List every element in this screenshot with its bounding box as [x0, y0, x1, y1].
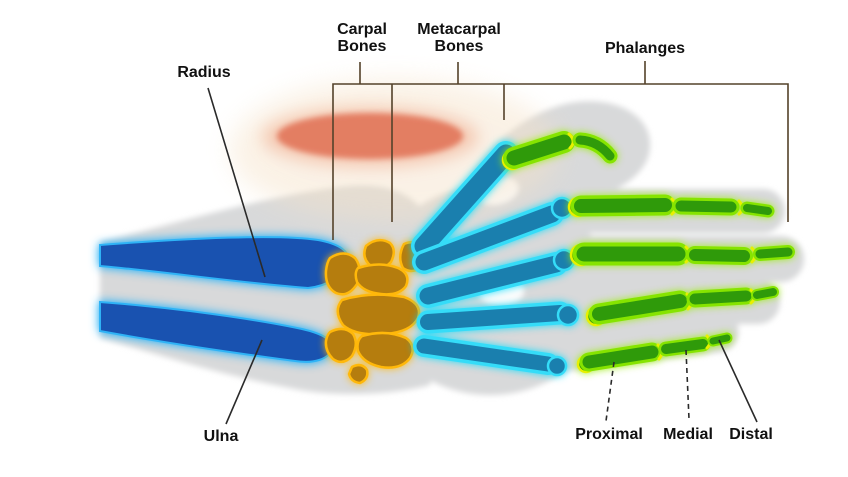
ring-phalanges — [585, 286, 779, 327]
label-carpal-line1: Carpal — [337, 21, 387, 38]
distal-pointer-line — [718, 339, 758, 423]
label-metacarpal-bones: Metacarpal Bones — [417, 21, 501, 55]
bracket-line — [332, 61, 789, 240]
middle-phalanges — [569, 242, 795, 267]
label-medial: Medial — [663, 426, 713, 443]
phalanges-group — [501, 131, 795, 374]
ulna-pointer-line — [225, 339, 263, 425]
radius-pointer-line — [207, 87, 266, 278]
pinky-metacarpal — [413, 335, 568, 377]
medial-pointer-line — [685, 349, 690, 420]
label-carpal-line2: Bones — [337, 38, 387, 55]
label-phalanges: Phalanges — [604, 40, 686, 57]
annotation-lines — [207, 61, 789, 425]
ring-metacarpal — [416, 301, 580, 334]
label-proximal: Proximal — [575, 426, 643, 443]
label-metacarpal-line2: Bones — [434, 38, 484, 55]
label-distal: Distal — [729, 426, 773, 443]
proximal-pointer-line — [605, 361, 615, 422]
label-ulna: Ulna — [203, 428, 239, 445]
pinky-phalanges — [576, 332, 733, 374]
label-metacarpal-line1: Metacarpal — [417, 21, 501, 38]
thumb-phalanges — [501, 131, 618, 171]
label-radius: Radius — [177, 64, 231, 81]
carpal-bones-cluster — [324, 238, 426, 385]
middle-metacarpal — [416, 248, 576, 308]
metacarpal-bones-group — [411, 141, 580, 377]
forearm-bones — [99, 236, 350, 363]
thumb-metacarpal — [411, 141, 519, 259]
label-carpal-bones: Carpal Bones — [337, 21, 387, 55]
index-phalanges — [567, 194, 775, 218]
